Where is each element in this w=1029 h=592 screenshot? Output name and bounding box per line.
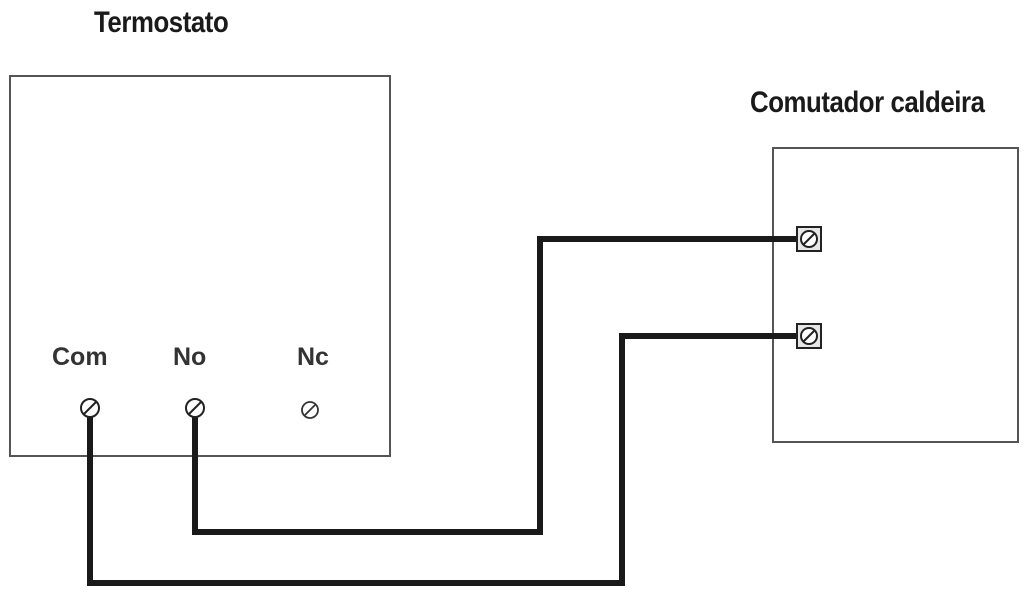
thermostat-box (9, 75, 391, 457)
boiler-switch-box (772, 147, 1019, 443)
terminal-label-com: Com (52, 343, 108, 371)
switch-terminal-top (796, 226, 822, 252)
terminal-label-nc: Nc (297, 343, 329, 371)
switch-terminal-bottom (796, 323, 822, 349)
boiler-switch-title: Comutador caldeira (750, 86, 985, 119)
wire-com-to-switch-bottom (87, 333, 800, 586)
screw-terminal-no (185, 398, 205, 418)
screw-terminal-nc (301, 401, 319, 419)
screw-terminal-com (80, 398, 100, 418)
wire-no-to-switch-top (192, 236, 800, 535)
thermostat-title: Termostato (94, 6, 229, 39)
terminal-label-no: No (173, 343, 206, 371)
